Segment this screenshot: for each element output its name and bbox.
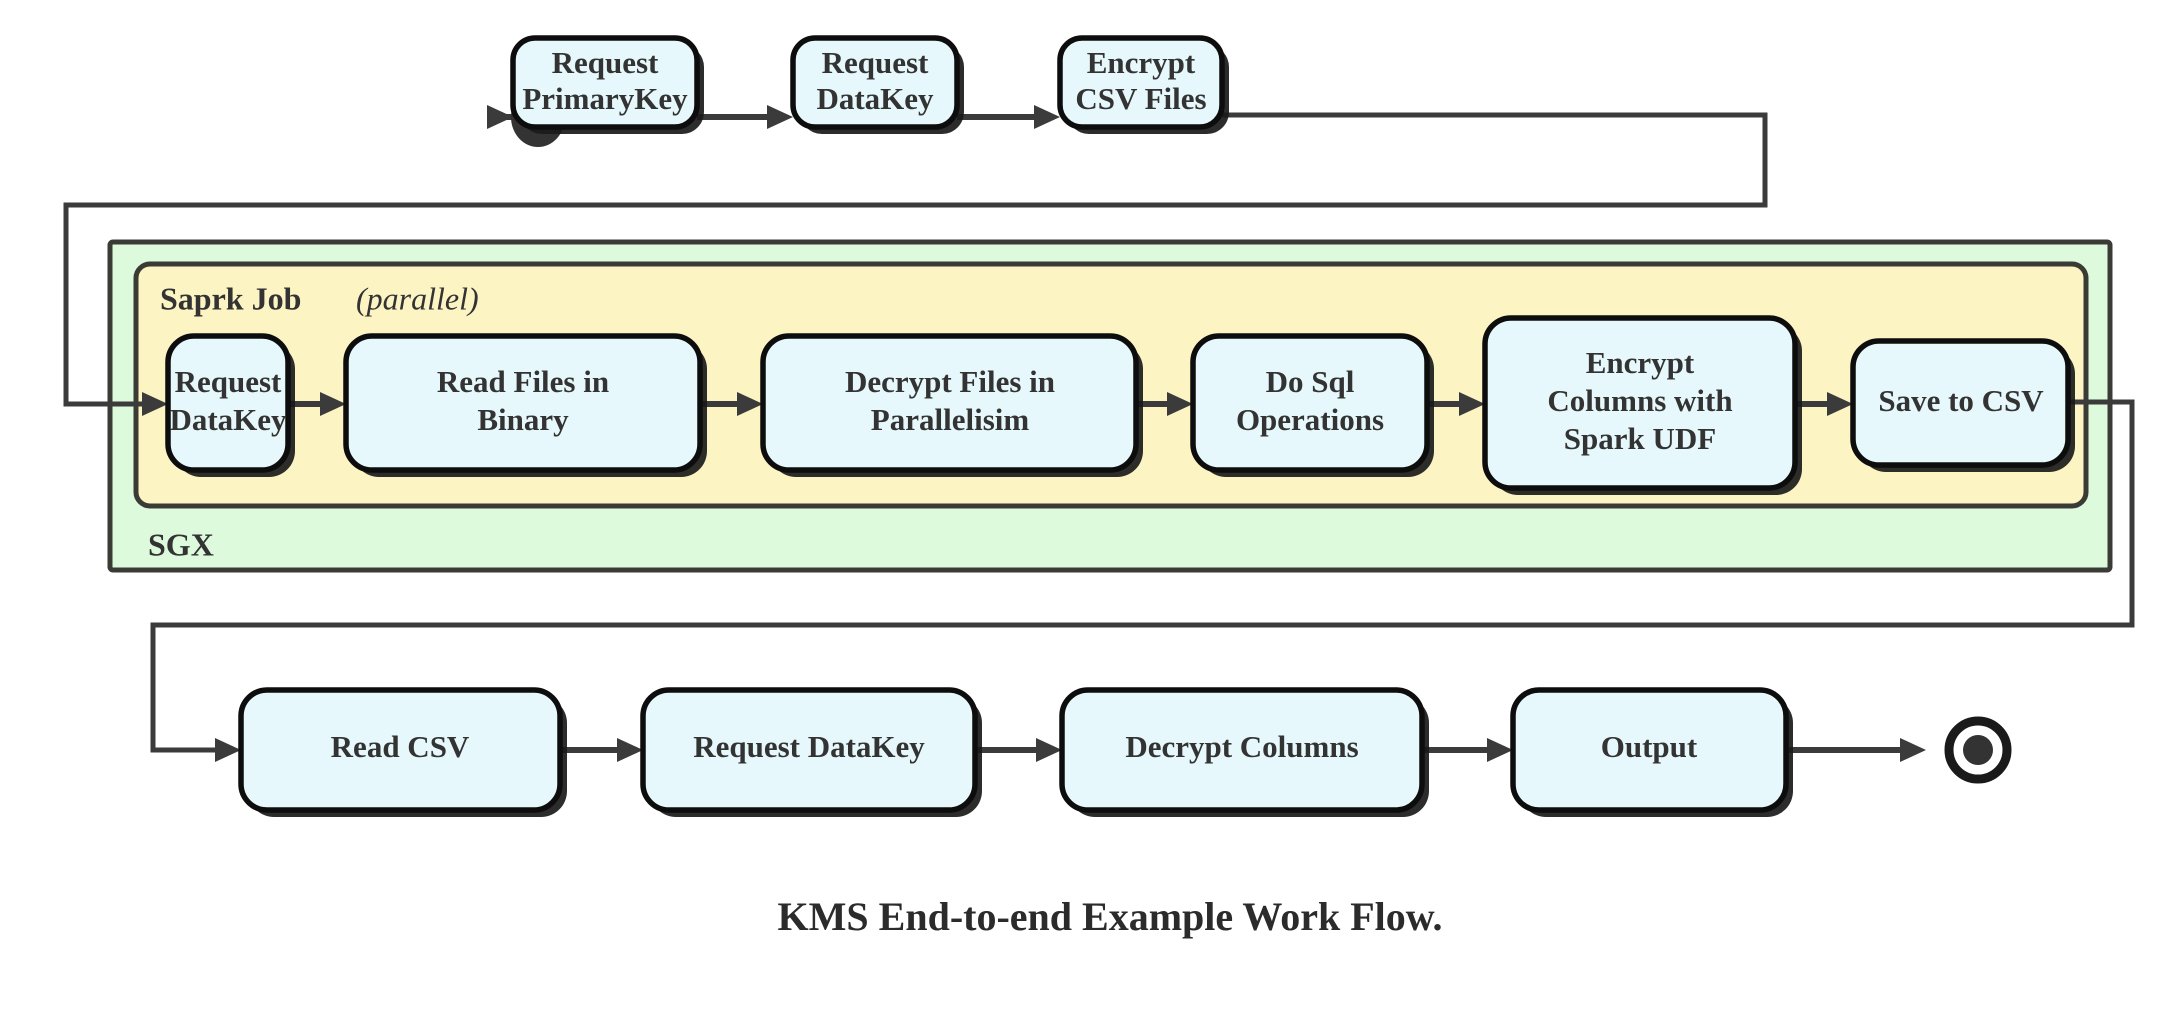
edge-primarykey-to-datakey	[697, 105, 793, 129]
node-label-line-2: PrimaryKey	[522, 81, 688, 116]
arrow-head-icon	[142, 392, 168, 416]
arrow-head-icon	[767, 105, 793, 129]
node-label-line-2: CSV Files	[1075, 81, 1206, 116]
edge-save-csv-to-read-csv	[150, 399, 2135, 762]
node-request-datakey-bottom[interactable]: Request DataKey	[640, 687, 982, 817]
node-body[interactable]	[1482, 315, 1798, 491]
arrow-head-icon	[737, 392, 763, 416]
node-request-datakey-spark[interactable]: Request DataKey	[165, 333, 295, 477]
node-label-line-1: Request	[552, 45, 659, 80]
node-label-line-1: Read Files in	[437, 364, 609, 399]
edge-decrypt-columns-to-output	[1422, 738, 1513, 762]
node-body[interactable]	[165, 333, 291, 473]
node-read-files-in-binary[interactable]: Read Files in Binary	[343, 333, 707, 477]
node-label-line-1: Do Sql	[1266, 364, 1355, 399]
node-request-primarykey[interactable]: Request PrimaryKey	[510, 35, 704, 134]
node-body[interactable]	[510, 35, 700, 130]
node-read-csv[interactable]: Read CSV	[238, 687, 567, 817]
edge-encrypt-csv-to-spark-datakey	[63, 112, 1768, 416]
arrow-head-icon	[320, 392, 346, 416]
end-dot-icon	[1963, 735, 1993, 765]
node-body[interactable]	[1510, 687, 1789, 813]
node-label-line-1: Save to CSV	[1878, 383, 2044, 418]
node-label-line-1: Request	[175, 364, 282, 399]
diagram-caption: KMS End-to-end Example Work Flow.	[778, 894, 1443, 939]
node-body[interactable]	[238, 687, 563, 813]
node-label-line-1: Encrypt	[1586, 345, 1695, 380]
edge-decrypt-files-to-do-sql	[1136, 392, 1193, 416]
edge-datakey-to-encrypt-csv	[957, 105, 1060, 129]
node-output[interactable]: Output	[1510, 687, 1793, 817]
node-label-line-1: Decrypt Files in	[845, 364, 1055, 399]
arrow-head-icon	[1036, 738, 1062, 762]
node-save-to-csv[interactable]: Save to CSV	[1850, 338, 2075, 472]
edge-read-files-to-decrypt-files	[700, 392, 763, 416]
node-body[interactable]	[1059, 687, 1425, 813]
node-label-line-1: Decrypt Columns	[1125, 729, 1358, 764]
node-decrypt-files-in-parallelisim[interactable]: Decrypt Files in Parallelisim	[760, 333, 1143, 477]
node-label-line-2: Operations	[1236, 402, 1384, 437]
node-encrypt-csv-files[interactable]: Encrypt CSV Files	[1057, 35, 1229, 134]
edge-spark-datakey-to-read-files	[288, 392, 346, 416]
arrow-head-icon	[487, 105, 513, 129]
node-body[interactable]	[1057, 35, 1225, 130]
node-do-sql-operations[interactable]: Do Sql Operations	[1190, 333, 1434, 477]
node-body[interactable]	[760, 333, 1139, 473]
node-label-line-2: Parallelisim	[871, 402, 1030, 437]
node-label-line-2: Binary	[477, 402, 569, 437]
node-decrypt-columns[interactable]: Decrypt Columns	[1059, 687, 1429, 817]
node-label-line-1: Request DataKey	[693, 729, 925, 764]
node-label-line-1: Output	[1601, 729, 1698, 764]
node-body[interactable]	[790, 35, 960, 130]
edge-do-sql-to-encrypt-columns	[1427, 392, 1485, 416]
node-label-line-2: DataKey	[816, 81, 934, 116]
arrow-head-icon	[1167, 392, 1193, 416]
arrow-head-icon	[1034, 105, 1060, 129]
node-body[interactable]	[1850, 338, 2071, 468]
arrow-head-icon	[1827, 392, 1853, 416]
edge-encrypt-columns-to-save-csv	[1795, 392, 1853, 416]
end-node	[1944, 716, 2012, 784]
node-label-line-2: Columns with	[1547, 383, 1732, 418]
node-label-line-2: DataKey	[169, 402, 287, 437]
node-label-line-3: Spark UDF	[1564, 421, 1716, 456]
spark-container-label-parallel: (parallel)	[356, 280, 479, 316]
node-body[interactable]	[640, 687, 978, 813]
edge-request-datakey-bottom-to-decrypt-columns	[975, 738, 1062, 762]
arrow-head-icon	[1459, 392, 1485, 416]
node-body[interactable]	[1190, 333, 1430, 473]
sgx-container-label: SGX	[148, 526, 214, 562]
arrow-head-icon	[215, 738, 241, 762]
arrow-head-icon	[1900, 738, 1926, 762]
spark-container-label: Saprk Job	[160, 280, 301, 316]
node-request-datakey-top[interactable]: Request DataKey	[790, 35, 964, 134]
edge-read-csv-to-request-datakey-bottom	[560, 738, 643, 762]
arrow-head-icon	[1487, 738, 1513, 762]
node-body[interactable]	[343, 333, 703, 473]
node-label-line-1: Request	[822, 45, 929, 80]
node-label-line-1: Read CSV	[331, 729, 470, 764]
arrow-head-icon	[617, 738, 643, 762]
node-encrypt-columns-with-spark-udf[interactable]: Encrypt Columns with Spark UDF	[1482, 315, 1802, 495]
node-label-line-1: Encrypt	[1087, 45, 1196, 80]
edge-output-to-end	[1786, 738, 1926, 762]
